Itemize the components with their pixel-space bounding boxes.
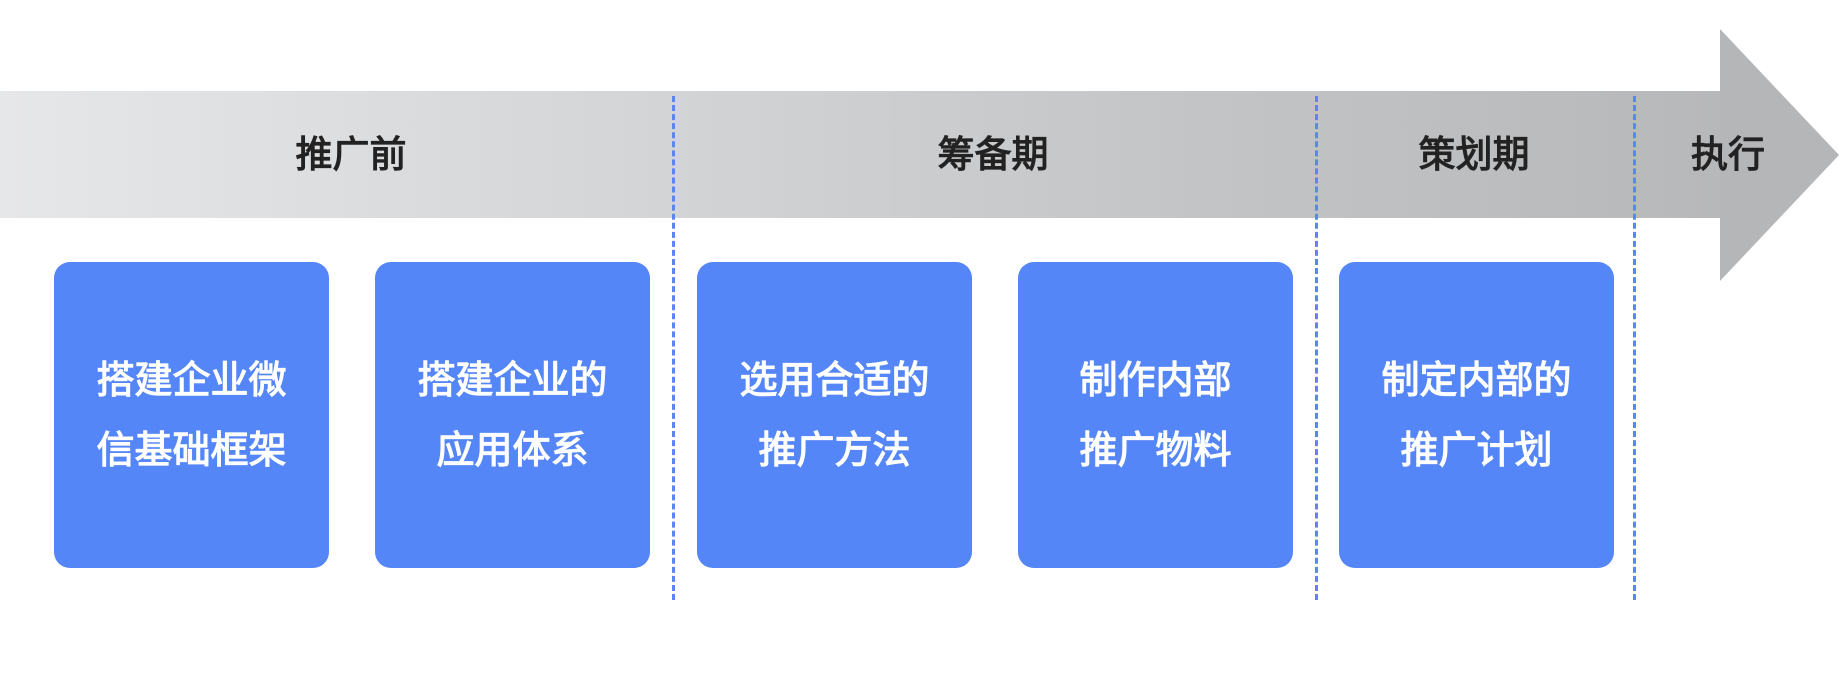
step-text-line: 制定内部的 [1381,358,1572,402]
step-box-promotion-plan: 制定内部的 推广计划 [1339,262,1614,568]
timeline-arrow-band [0,91,1722,218]
step-text: 搭建企业的 应用体系 [403,345,623,485]
step-text: 制定内部的 推广计划 [1367,345,1587,485]
step-text-line: 应用体系 [436,428,589,472]
step-text-line: 推广方法 [758,428,911,472]
step-text: 选用合适的 推广方法 [725,345,945,485]
phase-divider [672,96,675,600]
phase-divider [1315,96,1318,600]
phase-label-before-promotion: 推广前 [295,133,407,176]
step-text-line: 信基础框架 [96,428,287,472]
step-text-line: 搭建企业的 [417,358,608,402]
step-text-line: 推广物料 [1079,428,1232,472]
step-box-application-system: 搭建企业的 应用体系 [375,262,650,568]
step-box-promotion-method: 选用合适的 推广方法 [697,262,972,568]
phase-label-preparation: 筹备期 [937,133,1049,176]
timeline-arrow-head [1720,29,1839,281]
step-text: 搭建企业微 信基础框架 [82,345,302,485]
step-box-promotion-materials: 制作内部 推广物料 [1018,262,1293,568]
step-box-wecom-framework: 搭建企业微 信基础框架 [54,262,329,568]
phase-divider [1633,96,1636,600]
step-text-line: 制作内部 [1079,358,1232,402]
step-text-line: 推广计划 [1400,428,1553,472]
step-text-line: 搭建企业微 [96,358,287,402]
phase-label-planning: 策划期 [1418,133,1530,176]
phase-label-execution: 执行 [1691,133,1765,176]
step-text-line: 选用合适的 [739,358,930,402]
step-text: 制作内部 推广物料 [1046,345,1266,485]
